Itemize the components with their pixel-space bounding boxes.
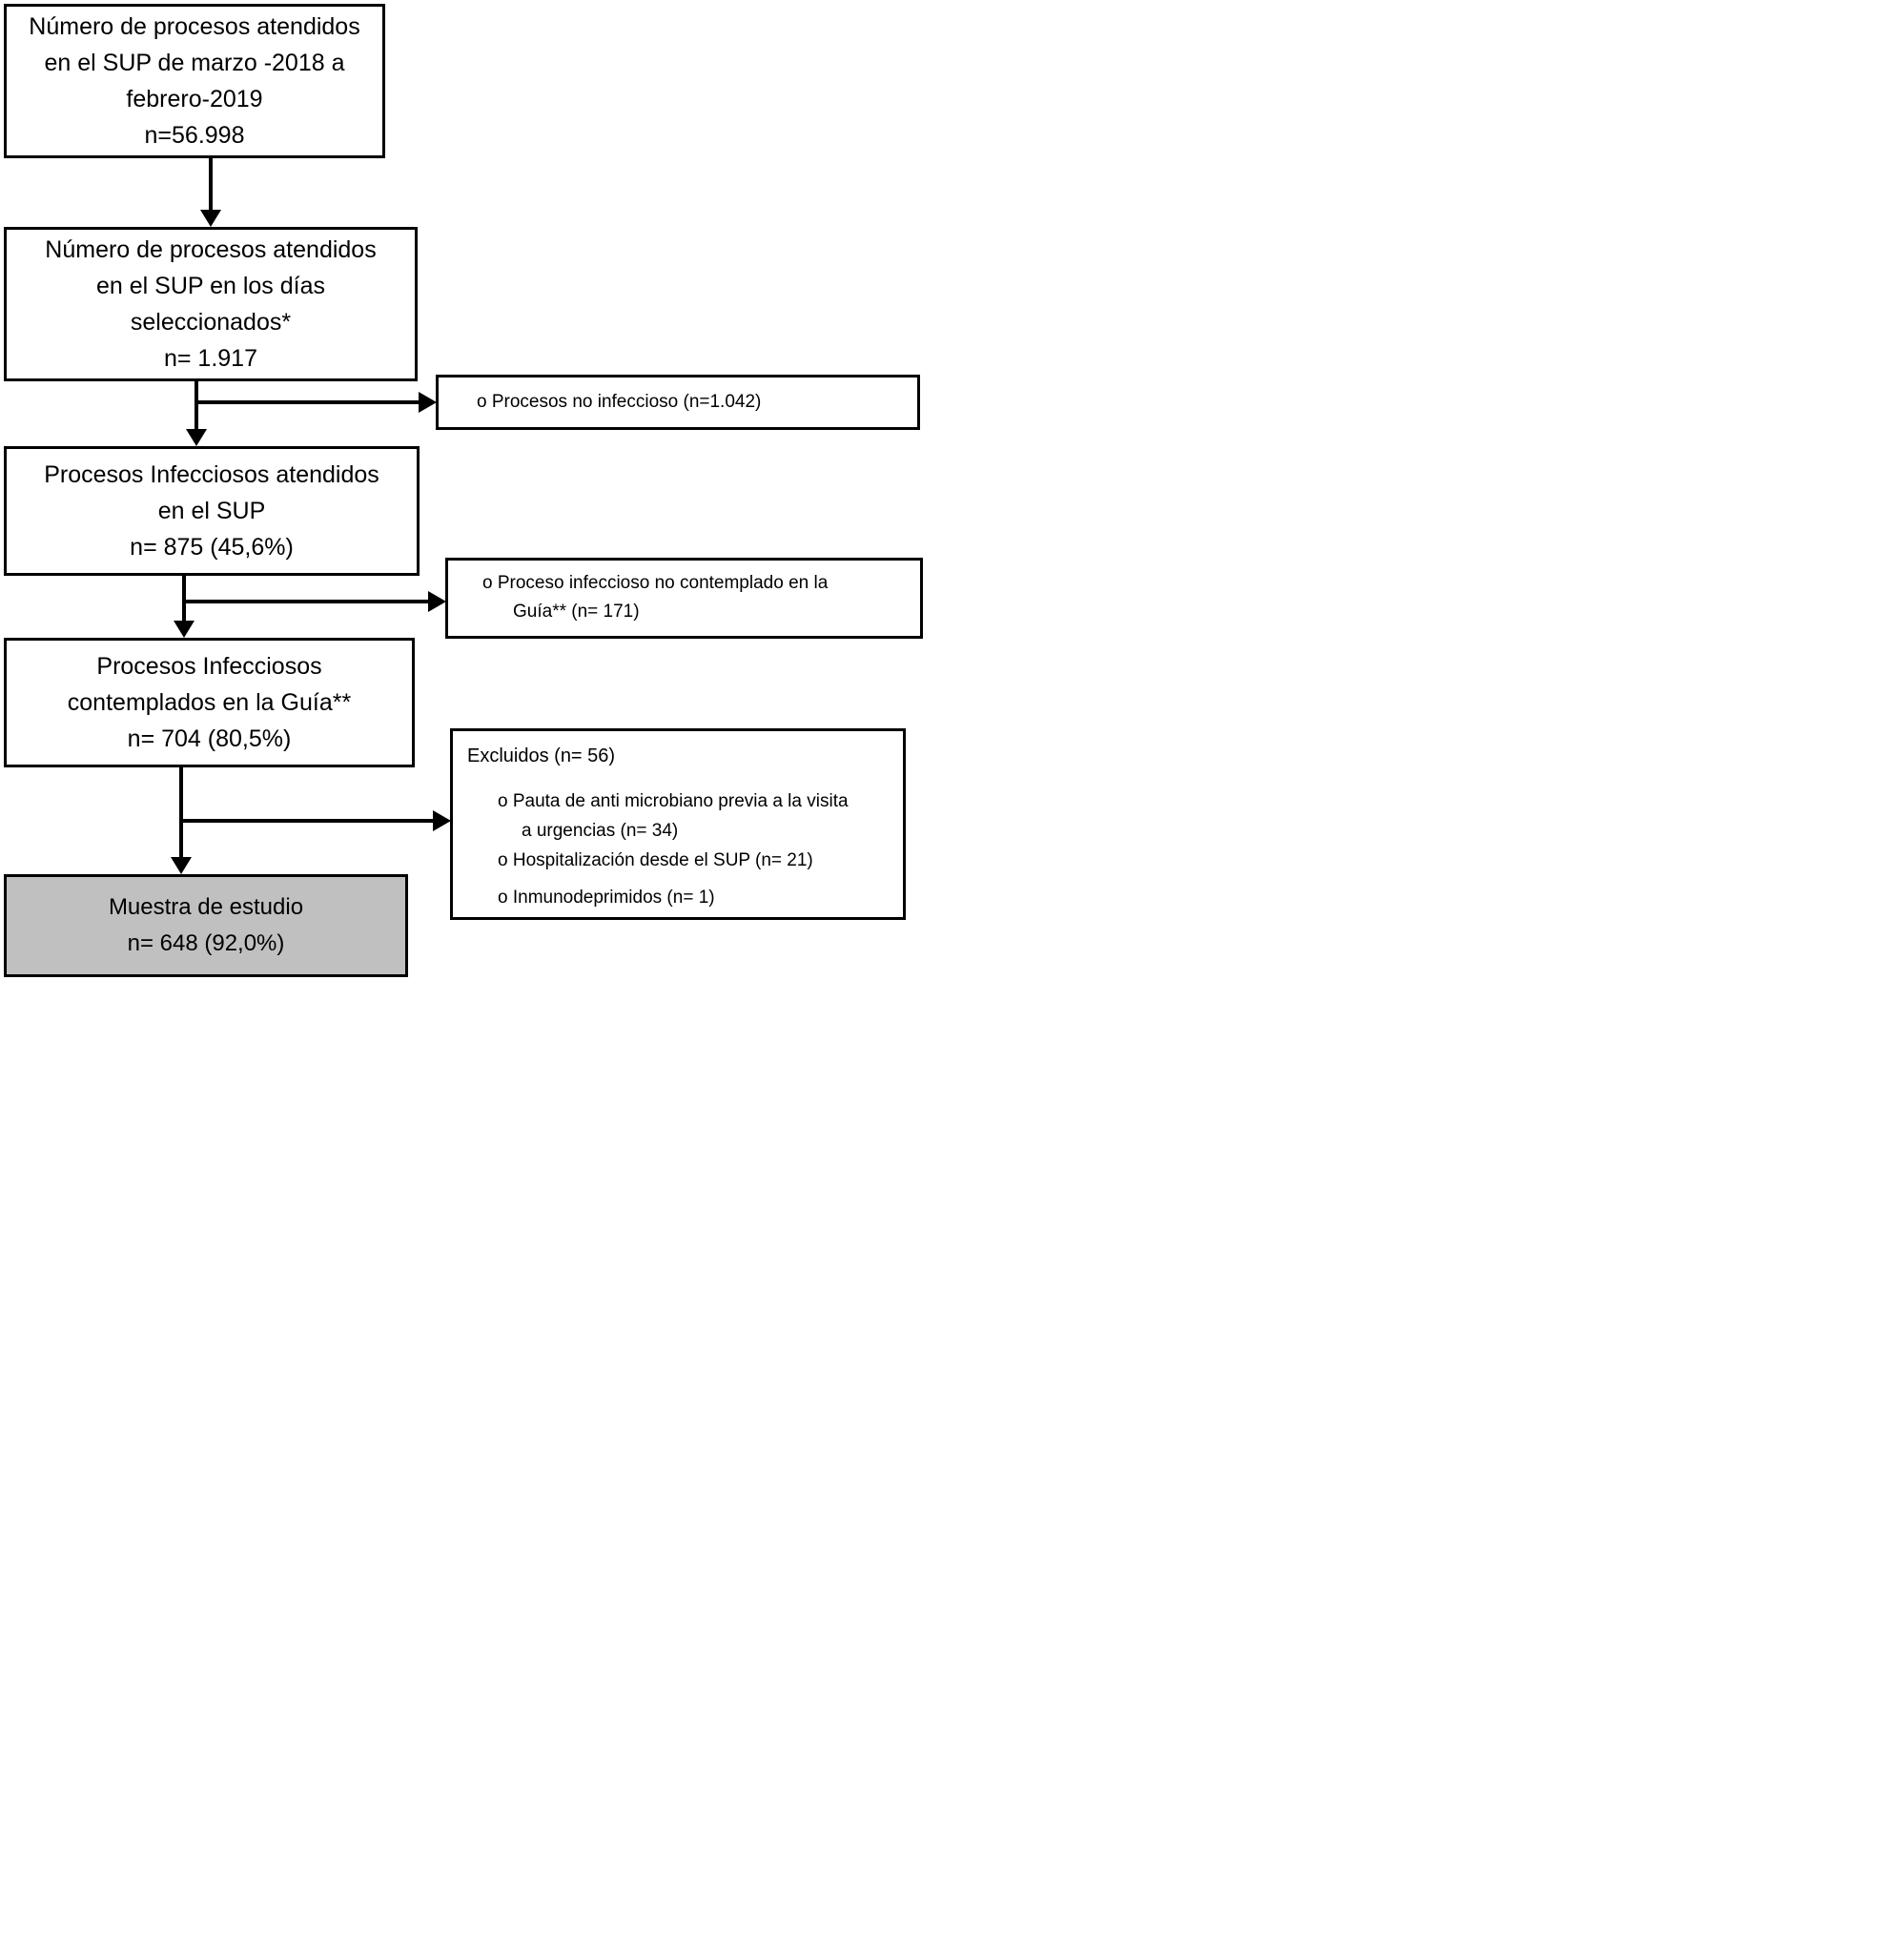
box-exclusions: Excluidos (n= 56) o Pauta de anti microb…: [450, 728, 906, 920]
box-line: Muestra de estudio: [108, 894, 304, 920]
arrowhead-right-icon: [419, 392, 437, 413]
arrow-branch-line: [181, 819, 433, 823]
arrowhead-right-icon: [433, 810, 451, 831]
box-infectious-processes: Procesos Infecciosos atendidos en el SUP…: [4, 446, 420, 576]
exclusion-item: o Pauta de anti microbiano previa a la v…: [498, 791, 849, 811]
side-box-text: o Proceso infeccioso no contemplado en l…: [482, 573, 829, 593]
box-line: en el SUP de marzo -2018 a: [44, 50, 345, 76]
box-line: n= 875 (45,6%): [130, 534, 294, 561]
box-line: Procesos Infecciosos: [96, 653, 322, 680]
box-line: n= 648 (92,0%): [127, 930, 285, 956]
arrow-branch-line: [184, 600, 428, 603]
box-selected-days: Número de procesos atendidos en el SUP e…: [4, 227, 418, 381]
exclusion-item: o Inmunodeprimidos (n= 1): [498, 888, 715, 908]
box-line: Número de procesos atendidos: [45, 236, 377, 263]
exclusions-title: Excluidos (n= 56): [467, 745, 616, 766]
box-total-processes: Número de procesos atendidos en el SUP d…: [4, 4, 385, 158]
box-line: en el SUP en los días: [96, 273, 325, 299]
box-line: n= 704 (80,5%): [127, 725, 292, 752]
side-box-text: Guía** (n= 171): [513, 602, 640, 622]
box-line: n=56.998: [144, 122, 245, 149]
arrowhead-right-icon: [428, 591, 446, 612]
arrow-stem: [182, 576, 186, 622]
box-line: febrero-2019: [126, 86, 263, 112]
box-line: en el SUP: [157, 498, 266, 524]
exclusion-item-continuation: a urgencias (n= 34): [522, 821, 679, 841]
box-line: n= 1.917: [163, 345, 257, 372]
arrowhead-down-icon: [171, 857, 192, 874]
box-non-infectious-excluded: o Procesos no infeccioso (n=1.042): [436, 375, 920, 430]
arrowhead-down-icon: [200, 210, 221, 227]
box-line: Procesos Infecciosos atendidos: [44, 461, 379, 488]
flowchart: Número de procesos atendidos en el SUP d…: [0, 0, 942, 980]
arrowhead-down-icon: [186, 429, 207, 446]
arrow-stem: [179, 767, 183, 858]
arrow-stem: [195, 381, 198, 430]
side-box-text: o Procesos no infeccioso (n=1.042): [477, 392, 762, 412]
arrowhead-down-icon: [174, 621, 195, 638]
exclusion-item: o Hospitalización desde el SUP (n= 21): [498, 850, 813, 870]
box-line: seleccionados*: [130, 309, 292, 336]
box-guide-processes: Procesos Infecciosos contemplados en la …: [4, 638, 415, 767]
box-line: Número de procesos atendidos: [29, 13, 360, 40]
arrow-branch-line: [196, 400, 419, 404]
box-not-in-guide-excluded: o Proceso infeccioso no contemplado en l…: [445, 558, 923, 639]
box-study-sample: Muestra de estudio n= 648 (92,0%): [4, 874, 408, 977]
box-line: contemplados en la Guía**: [67, 689, 352, 716]
arrow-stem: [209, 158, 213, 211]
